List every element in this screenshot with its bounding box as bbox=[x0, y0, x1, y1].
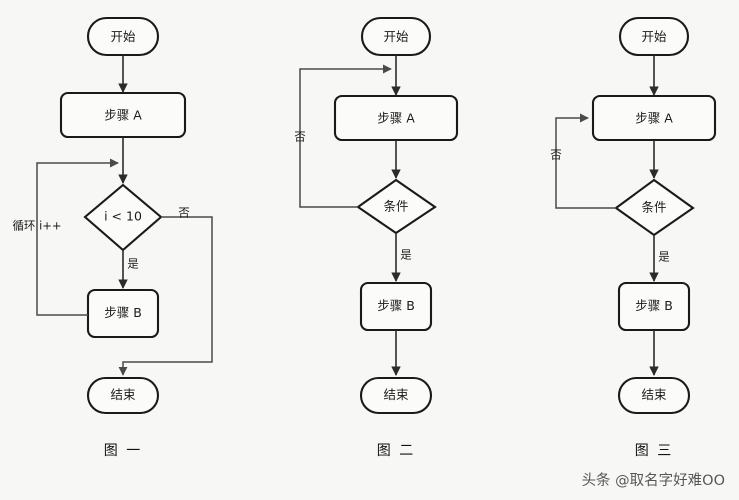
chart-two-decision-label: 条件 bbox=[383, 199, 408, 214]
chart-one-end-node: 结束 bbox=[86, 376, 160, 415]
chart-three-end-node: 结束 bbox=[617, 376, 691, 415]
chart-two-start-node: 开始 bbox=[360, 16, 432, 57]
chart-three-caption: 图 三 bbox=[635, 443, 673, 459]
chart-two-no-label: 否 bbox=[294, 130, 306, 144]
chart-two-yes-label: 是 bbox=[400, 248, 412, 262]
chart-one-end-label: 结束 bbox=[110, 387, 136, 402]
chart-one-stepa-node: 步骤 A bbox=[59, 91, 187, 139]
chart-two-decision-node: 条件 bbox=[356, 178, 437, 235]
chart-three-stepa-label: 步骤 A bbox=[635, 111, 673, 126]
chart-three-edge-no bbox=[555, 113, 616, 209]
chart-three-yes-label: 是 bbox=[658, 250, 670, 264]
chart-three-stepb-node: 步骤 B bbox=[617, 281, 691, 332]
chart-three: 开始 步骤 A 条件 否 是 步骤 B bbox=[550, 16, 717, 459]
chart-one: 开始 步骤 A i < 10 是 步骤 B bbox=[12, 16, 213, 459]
chart-two-stepa-label: 步骤 A bbox=[377, 111, 415, 126]
chart-one-stepa-label: 步骤 A bbox=[104, 108, 142, 123]
chart-three-decision-label: 条件 bbox=[641, 200, 666, 215]
chart-three-stepa-node: 步骤 A bbox=[591, 94, 717, 142]
chart-one-stepb-label: 步骤 B bbox=[104, 305, 142, 320]
chart-three-start-node: 开始 bbox=[618, 16, 690, 57]
chart-two-end-node: 结束 bbox=[359, 376, 433, 415]
chart-one-loop-label: 循环 i++ bbox=[12, 219, 61, 233]
chart-two-caption: 图 二 bbox=[377, 443, 415, 459]
chart-one-start-node: 开始 bbox=[86, 16, 160, 57]
chart-three-end-label: 结束 bbox=[641, 387, 667, 402]
chart-two: 开始 步骤 A 条件 否 是 步骤 B bbox=[294, 16, 459, 459]
chart-one-no-label: 否 bbox=[178, 206, 190, 220]
chart-two-stepa-node: 步骤 A bbox=[333, 94, 459, 142]
chart-one-yes-label: 是 bbox=[127, 257, 139, 271]
chart-one-decision-label: i < 10 bbox=[104, 209, 142, 224]
chart-two-end-label: 结束 bbox=[383, 387, 409, 402]
chart-three-no-label: 否 bbox=[550, 148, 562, 162]
chart-one-edge-loop-back bbox=[36, 158, 119, 316]
chart-two-start-label: 开始 bbox=[383, 29, 409, 44]
chart-two-edge-no bbox=[299, 64, 392, 208]
chart-one-caption: 图 一 bbox=[104, 443, 142, 459]
chart-one-start-label: 开始 bbox=[110, 29, 136, 44]
chart-two-stepb-node: 步骤 B bbox=[359, 281, 433, 332]
watermark-text: 头条 @取名字好难OO bbox=[581, 473, 725, 489]
chart-two-stepb-label: 步骤 B bbox=[377, 298, 415, 313]
chart-three-decision-node: 条件 bbox=[614, 178, 695, 237]
chart-one-stepb-node: 步骤 B bbox=[86, 288, 160, 339]
chart-three-stepb-label: 步骤 B bbox=[635, 298, 673, 313]
chart-one-decision-node: i < 10 bbox=[83, 183, 163, 252]
chart-one-edge-no bbox=[118, 216, 213, 376]
chart-three-start-label: 开始 bbox=[641, 29, 667, 44]
